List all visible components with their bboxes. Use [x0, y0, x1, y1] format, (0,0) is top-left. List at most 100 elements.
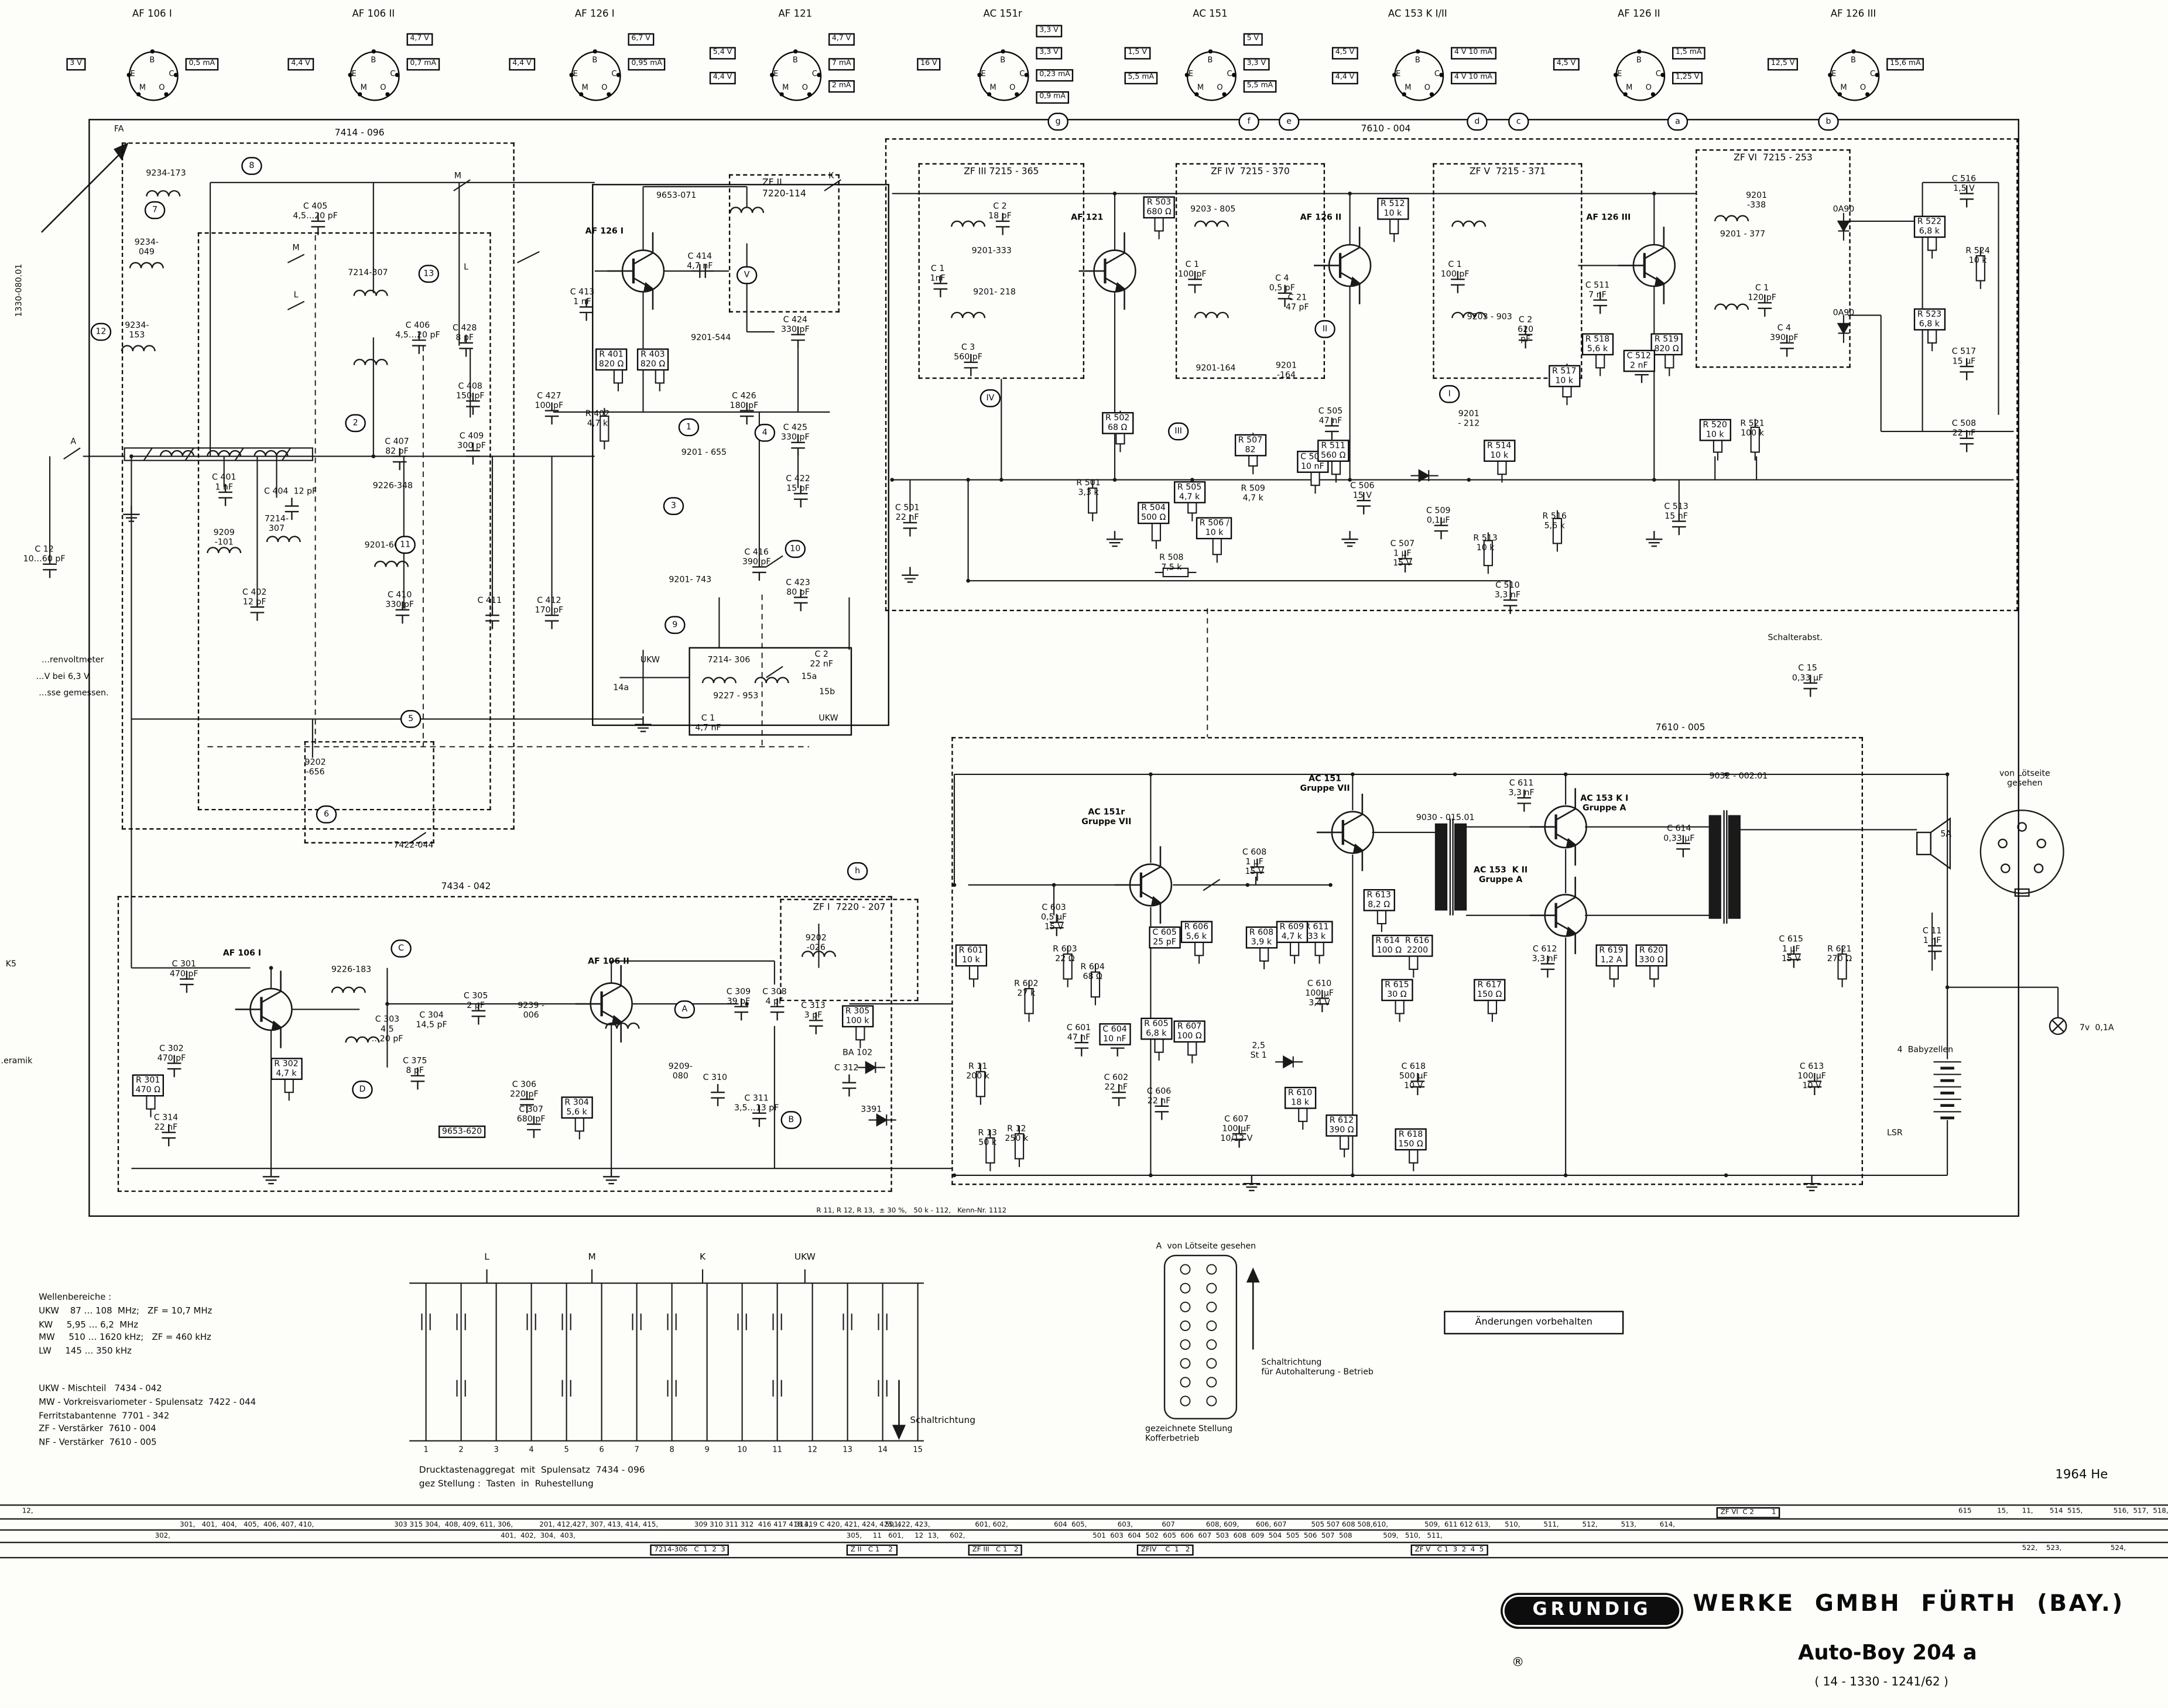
- ferrite-antenna: [124, 447, 313, 461]
- component-label: …eramik: [0, 1056, 33, 1066]
- transistor-symbol: [575, 965, 633, 1043]
- junction-dot: [1453, 772, 1457, 777]
- component-label: C 517 15 µF: [1951, 347, 1977, 367]
- coil-symbol: [1451, 220, 1487, 227]
- pinout-lead-letter: C: [1019, 70, 1025, 79]
- component-label: R 507 82: [1234, 434, 1266, 457]
- diode-symbol: [1410, 469, 1439, 482]
- capacitor-symbol: [544, 402, 559, 425]
- component-label: BA 102: [842, 1048, 873, 1058]
- pinout-lead-letter: B: [1636, 56, 1642, 66]
- ruler-label: 15,: [1997, 1507, 2008, 1516]
- component-label: R 513 10 k: [1473, 533, 1498, 554]
- component-label: C 301 470 pF: [169, 959, 198, 979]
- pinout-lead-letter: E: [1617, 70, 1622, 79]
- ruler-line: [0, 1529, 2168, 1531]
- capacitor-symbol: [218, 483, 232, 506]
- component-label: 9030 - 015.01: [1416, 813, 1475, 823]
- component-label: C 427 100 pF: [535, 391, 564, 411]
- component-label: R 612 390 Ω: [1326, 1114, 1358, 1137]
- component-label: R 512 10 k: [1377, 197, 1409, 220]
- ruler-label: 309 310 311 312 416 417 418 419 C 420, 4…: [694, 1521, 930, 1529]
- pinout-lead-letter: O: [1009, 84, 1016, 93]
- pinout-measurement-box: 4,4 V: [709, 71, 736, 84]
- ruler-label: 607: [1162, 1521, 1175, 1529]
- capacitor-symbol: [471, 1002, 486, 1025]
- capacitor-symbol: [285, 498, 299, 520]
- coil-symbol: [605, 1022, 640, 1029]
- output-transformer: [1708, 810, 1741, 924]
- component-label: 14a: [613, 682, 629, 693]
- module-block: 7434 - 042: [117, 881, 892, 1192]
- module-block-label: 7414 - 096: [334, 127, 385, 139]
- circled-reference: 12: [90, 323, 112, 341]
- capacitor-symbol: [162, 1124, 176, 1147]
- module-block: [197, 232, 491, 811]
- component-label: 9203 - 903: [1467, 312, 1512, 323]
- circled-reference: g: [1047, 112, 1068, 131]
- pinout-pin-dot: [1416, 49, 1420, 53]
- component-label: 9201- 743: [669, 575, 712, 585]
- pinout-pin-dot: [371, 49, 375, 53]
- coil-symbol: [1714, 303, 1749, 310]
- pinout-pin-dot: [348, 73, 352, 77]
- pinout-measurement-box: 4,4 V: [1331, 71, 1358, 84]
- pinout-pin-dot: [1614, 73, 1618, 77]
- ruler-label: 513,: [1621, 1521, 1636, 1529]
- pinout-pin-dot: [1184, 73, 1189, 77]
- circled-reference: A: [674, 1000, 696, 1018]
- capacitor-symbol: [1960, 430, 1974, 452]
- wave-ranges-note: Wellenbereiche :UKW 87 … 108 MHz; ZF = 1…: [39, 1291, 212, 1359]
- component-label: 9653-620: [438, 1125, 486, 1138]
- capacitor-symbol: [1325, 417, 1339, 440]
- pinout-measurement-box: 1,5 V: [1124, 47, 1150, 59]
- circled-reference: 11: [395, 536, 416, 554]
- coil-symbol: [121, 345, 156, 352]
- pinout-name: AF 106 I: [132, 8, 172, 20]
- pinout-lead-letter: B: [592, 56, 598, 66]
- component-label: R 608 3,9 k: [1245, 926, 1277, 949]
- component-label: C 404 12 pF: [263, 486, 317, 497]
- pushbutton-number: 5: [564, 1446, 569, 1455]
- component-label: R 301 470 Ω: [132, 1074, 164, 1097]
- capacitor-symbol: [1672, 513, 1686, 536]
- pinout-measurement-box: 7 mA: [828, 58, 855, 70]
- transistor-symbol: [1078, 232, 1136, 310]
- junction-dot: [129, 454, 133, 458]
- component-label: …V bei 6,3 V: [36, 672, 90, 682]
- component-label: R 614 R 616 100 Ω 2200: [1372, 934, 1433, 958]
- pinout-pin-dot: [1660, 73, 1664, 77]
- pinout-lead-letter: O: [802, 84, 808, 93]
- transistor-symbol: [1529, 876, 1587, 954]
- capacitor-symbol: [1960, 358, 1974, 380]
- component-label: Schalterabst.: [1768, 633, 1823, 643]
- pinout-lead-letter: E: [130, 70, 135, 79]
- component-label: C 2 22 nF: [810, 650, 834, 670]
- resistor-symbol: [985, 1129, 995, 1171]
- capacitor-symbol: [1807, 1073, 1822, 1095]
- resistor-symbol: [1552, 510, 1563, 552]
- transistor-symbol: [1314, 227, 1372, 304]
- year-note: 1964 He: [2055, 1468, 2108, 1483]
- component-label: 9226-183: [331, 965, 372, 975]
- module-block: 7610 - 005: [951, 722, 1864, 1185]
- component-label: C 613 100 µF 10 V: [1797, 1062, 1826, 1092]
- capacitor-symbol: [1232, 1125, 1246, 1148]
- pinout-measurement-box: 0,7 mA: [406, 58, 440, 70]
- circled-reference: I: [1439, 385, 1460, 403]
- pinout-measurement-box: 15,6 mA: [1886, 58, 1924, 70]
- component-label: R 609 4,7 k: [1276, 921, 1308, 944]
- pinout-pin-dot: [1851, 49, 1855, 53]
- component-label: C 309 39 pF: [726, 987, 751, 1007]
- registered-mark: ®: [1511, 1656, 1525, 1671]
- component-label: C 314 22 nF: [153, 1113, 179, 1133]
- ruler-label: 305, 11 601, 12 13, 602,: [846, 1532, 965, 1541]
- ruler-label: 302,: [155, 1532, 170, 1541]
- pushbutton-direction-arrow: [892, 1380, 906, 1440]
- junction-dot: [1351, 772, 1355, 777]
- pinout-lead-letter: B: [1414, 56, 1420, 66]
- component-label: R 613 8,2 Ω: [1363, 889, 1395, 912]
